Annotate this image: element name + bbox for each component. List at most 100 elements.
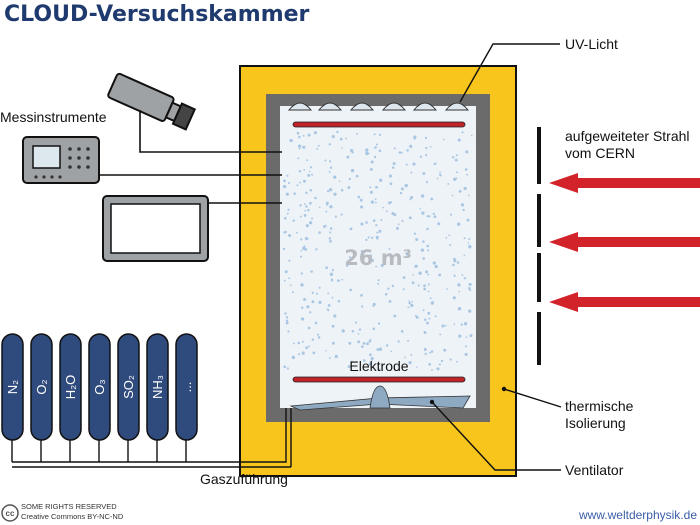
cloud-droplet — [327, 304, 331, 307]
cloud-droplet — [404, 356, 406, 359]
cloud-droplet — [468, 282, 472, 286]
cloud-droplet — [318, 231, 321, 234]
cloud-droplet — [365, 238, 368, 242]
cloud-droplet — [305, 205, 308, 208]
cloud-droplet — [420, 194, 425, 198]
cloud-droplet — [300, 283, 304, 287]
cloud-droplet — [379, 178, 383, 182]
cloud-droplet — [304, 248, 308, 251]
cloud-droplet — [307, 326, 311, 330]
cloud-droplet — [298, 169, 302, 173]
cloud-droplet — [375, 143, 378, 146]
cloud-droplet — [420, 248, 425, 252]
fan-label: Ventilator — [565, 462, 624, 478]
cloud-droplet — [377, 279, 380, 282]
cloud-droplet — [370, 358, 374, 361]
monitor-icon — [102, 195, 209, 262]
cloud-droplet — [426, 227, 429, 231]
cloud-droplet — [462, 208, 465, 212]
cloud-droplet — [412, 273, 414, 276]
cloud-droplet — [392, 162, 396, 166]
cloud-droplet — [318, 286, 321, 289]
cloud-droplet — [303, 213, 307, 217]
cloud-droplet — [288, 277, 291, 280]
cloud-droplet — [366, 342, 369, 346]
uv-lamps — [287, 102, 470, 111]
cloud-droplet — [397, 223, 400, 226]
cloud-droplet — [436, 367, 440, 371]
cloud-droplet — [458, 189, 462, 193]
cloud-droplet — [317, 336, 321, 339]
cloud-droplet — [441, 324, 445, 328]
cloud-droplet — [452, 156, 455, 159]
cloud-droplet — [390, 201, 393, 204]
cloud-droplet — [325, 210, 328, 213]
cloud-droplet — [461, 131, 464, 134]
cloud-droplet — [311, 291, 314, 294]
cloud-droplet — [449, 358, 452, 361]
cloud-droplet — [371, 236, 374, 239]
cloud-droplet — [307, 208, 310, 212]
oscilloscope-icon — [22, 136, 100, 184]
cloud-droplet — [391, 212, 395, 216]
fan-leader-line — [431, 401, 561, 471]
cloud-droplet — [375, 185, 378, 189]
cloud-droplet — [455, 154, 458, 157]
cloud-droplet — [328, 237, 332, 240]
cloud-droplet — [422, 309, 425, 312]
cloud-droplet — [467, 287, 471, 290]
cloud-droplet — [405, 163, 408, 166]
gas-bottle-h2o — [59, 333, 82, 441]
cloud-droplet — [331, 341, 335, 345]
cloud-droplet — [457, 138, 461, 142]
cloud-droplet — [397, 340, 400, 343]
beam-label-line1: aufgeweiteter Strahl — [565, 128, 690, 144]
cloud-droplet — [350, 168, 355, 173]
cloud-droplet — [306, 159, 309, 162]
cloud-droplet — [309, 201, 312, 205]
cloud-droplet — [458, 290, 461, 293]
cc-icon — [1, 504, 19, 522]
volume-label: 26 m³ — [344, 246, 412, 270]
cloud-droplet — [376, 237, 379, 240]
cloud-droplet — [440, 359, 444, 363]
cern-beam-arrows — [549, 173, 700, 312]
cloud-droplet — [289, 138, 293, 143]
cloud-droplet — [375, 224, 378, 227]
cloud-droplet — [389, 182, 393, 186]
uv-leader-line — [459, 43, 560, 103]
cloud-droplet — [444, 324, 447, 327]
cloud-droplet — [305, 191, 308, 195]
cloud-droplet — [296, 231, 298, 234]
cloud-droplet — [329, 227, 333, 230]
cloud-droplet — [409, 144, 413, 148]
cloud-droplet — [368, 362, 372, 366]
cloud-droplet — [407, 339, 410, 342]
cloud-droplet — [460, 323, 463, 326]
cloud-droplet — [370, 167, 373, 171]
cloud-droplet — [286, 367, 289, 370]
cloud-droplet — [408, 361, 412, 365]
cloud-droplet — [310, 217, 314, 220]
cloud-droplet — [463, 322, 468, 326]
gas-bottles: N₂ O₂ H₂O O₃ SO₂ NH₃ ... — [1, 333, 198, 441]
cloud-droplet — [333, 192, 337, 196]
cloud-droplet — [425, 180, 429, 184]
cloud-droplet — [357, 340, 361, 344]
fan-hub — [369, 385, 391, 409]
cloud-droplet — [350, 360, 353, 363]
cloud-droplet — [301, 306, 304, 309]
cloud-droplet — [317, 144, 320, 147]
cloud-droplet — [427, 311, 431, 315]
uv-lamp — [381, 102, 407, 111]
cloud-droplet — [415, 238, 419, 241]
cloud-droplet — [465, 336, 468, 338]
cloud-droplet — [312, 351, 316, 355]
cloud-droplet — [328, 143, 331, 146]
cloud-droplet — [298, 144, 302, 148]
cloud-droplet — [299, 255, 303, 258]
license-line2: Creative Commons BY-NC-ND — [21, 512, 124, 521]
cloud-droplet — [316, 147, 319, 150]
cloud-droplet — [423, 284, 426, 288]
cloud-droplet — [452, 263, 455, 267]
